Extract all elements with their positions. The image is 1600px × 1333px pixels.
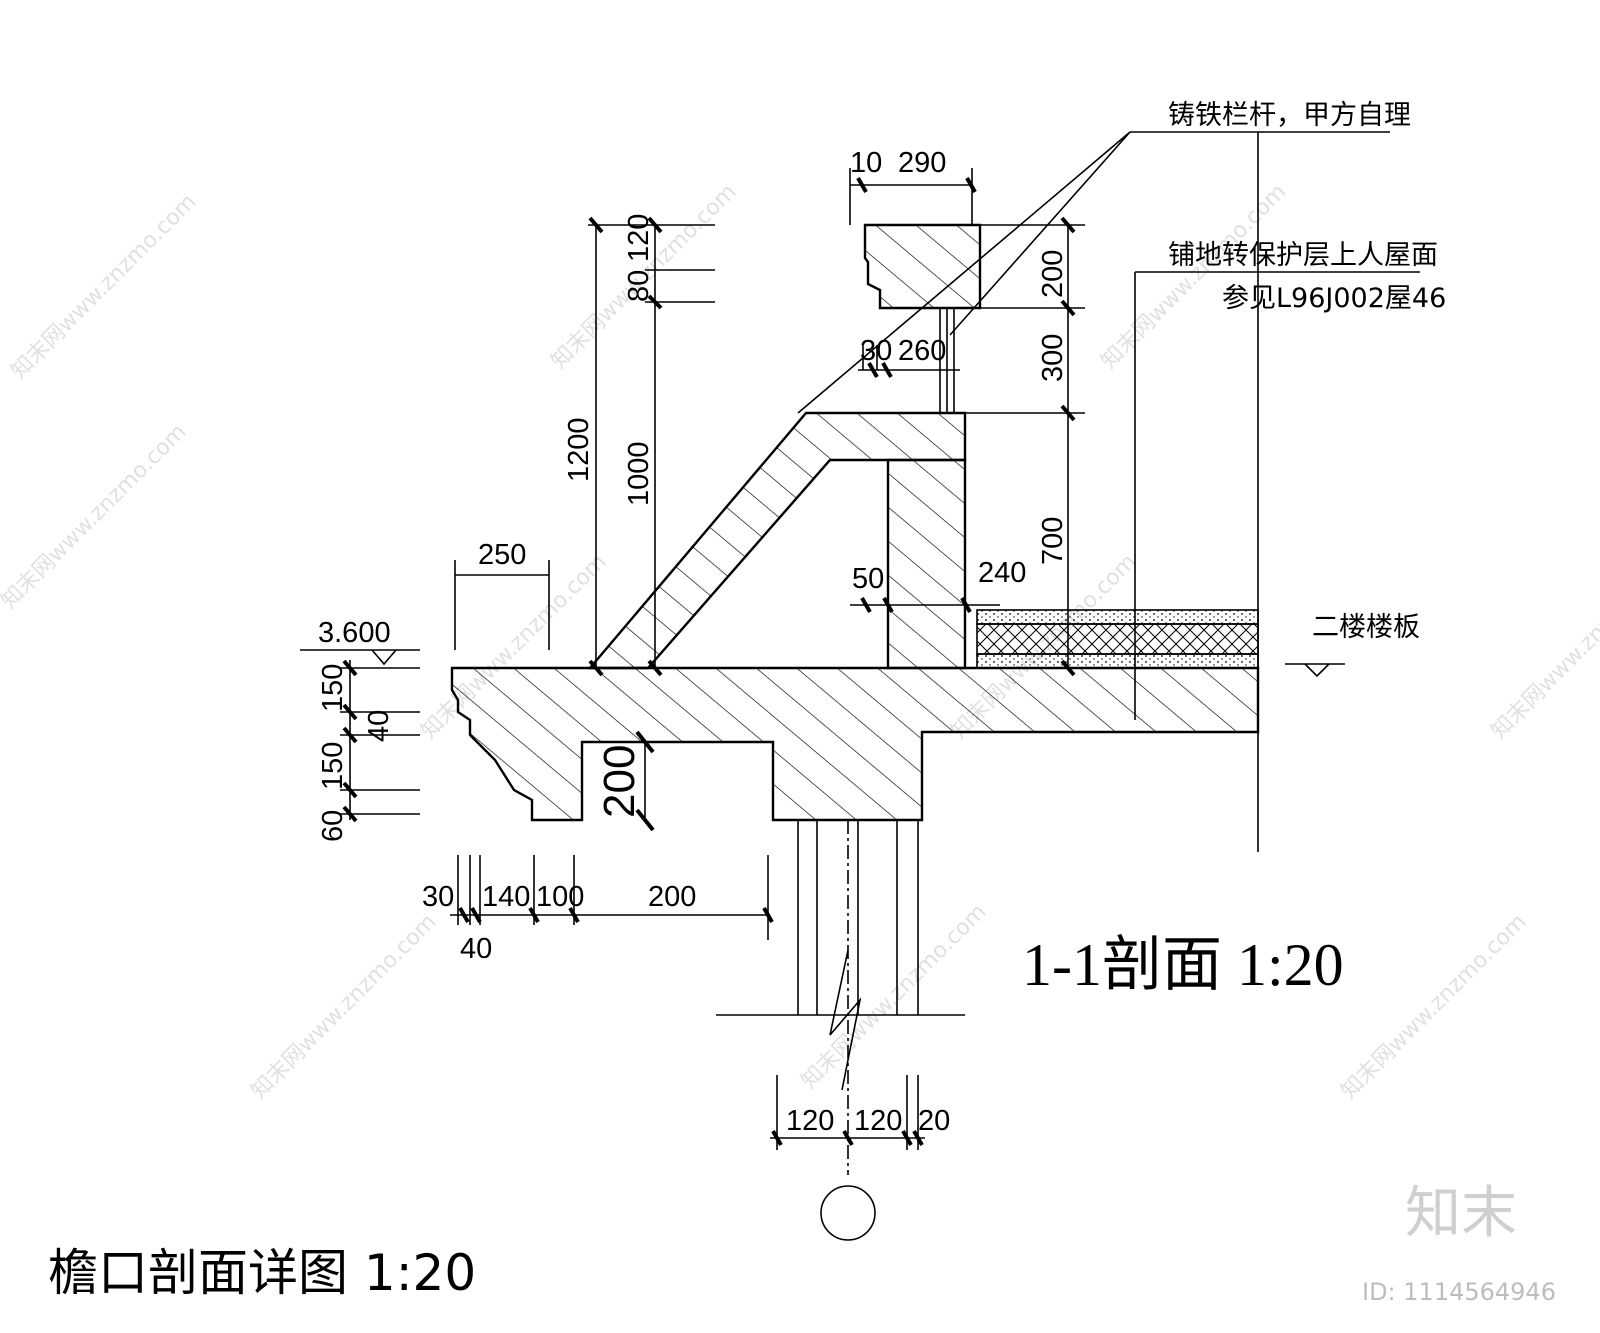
dim-text: 290 (898, 147, 946, 179)
watermark-text: 知末网www.znzmo.com (797, 899, 992, 1094)
dim-text: 120 (786, 1105, 834, 1137)
insulation-layer (976, 623, 1259, 655)
dim-text: 250 (478, 539, 526, 571)
dim-text: 700 (1037, 517, 1069, 565)
railing-note: 铸铁栏杆，甲方自理 (1168, 100, 1411, 131)
dim-text: 140 (482, 881, 530, 913)
dim-text: 30 (422, 881, 454, 913)
brand-id: ID: 1114564946 (1362, 1278, 1556, 1306)
dim-text: 30 (860, 335, 892, 367)
brand-watermark: 知末 (1405, 1181, 1517, 1246)
dimension-lines (300, 131, 1420, 1150)
dim-text: 10 (850, 147, 882, 179)
dim-text: 240 (978, 557, 1026, 589)
roof-note: 铺地转保护层上人屋面 (1168, 240, 1438, 271)
watermark-text: 知末网www.znzmo.com (7, 189, 202, 384)
dim-text: 150 (317, 664, 349, 712)
dim-text: 60 (317, 810, 349, 842)
dim-text: 80 (623, 270, 655, 302)
dim-text: 300 (1037, 334, 1069, 382)
dim-text: 200 (648, 881, 696, 913)
dim-text: 1200 (563, 417, 595, 482)
axis-bubble (820, 1185, 876, 1241)
concrete-section (450, 223, 1260, 822)
dim-text: 120 (854, 1105, 902, 1137)
dim-text: 20 (918, 1105, 950, 1137)
dim-text: 260 (898, 335, 946, 367)
dimension-values: 10 290 120 80 1200 1000 30 260 200 300 7… (317, 147, 1069, 1137)
roof-reference: 参见L96J002屋46 (1222, 283, 1446, 314)
dim-text: 120 (623, 214, 655, 262)
watermark-text: 知末网www.znzmo.com (1097, 179, 1292, 374)
coping (863, 223, 982, 310)
watermark-text: 知末网www.znzmo.com (247, 909, 442, 1104)
cornice-slab (450, 666, 1260, 822)
dim-text: 50 (852, 563, 884, 595)
screed-layer (976, 653, 1259, 669)
dim-text: 100 (536, 881, 584, 913)
section-title: 1-1剖面 1:20 (1022, 932, 1344, 998)
floor-slab-label: 二楼楼板 (1312, 612, 1420, 643)
dim-text: 1000 (623, 441, 655, 506)
drawing-title: 檐口剖面详图 1:20 (48, 1244, 476, 1302)
dim-text: 200 (595, 745, 644, 818)
annotations: 铸铁栏杆，甲方自理 铺地转保护层上人屋面 参见L96J002屋46 二楼楼板 3… (318, 100, 1446, 649)
elevation-label: 3.600 (318, 617, 391, 649)
watermark-text: 知末网www.znzmo.com (1487, 549, 1600, 744)
dim-text: 40 (460, 933, 492, 965)
parapet-wall (886, 458, 967, 670)
dim-text: 150 (317, 742, 349, 790)
dim-text: 40 (363, 710, 395, 742)
dim-text: 200 (1037, 250, 1069, 298)
paving-layer (976, 609, 1259, 625)
column (716, 820, 965, 1241)
watermark-text: 知末网www.znzmo.com (0, 419, 191, 614)
watermark-text: 知末网www.znzmo.com (1337, 909, 1532, 1104)
